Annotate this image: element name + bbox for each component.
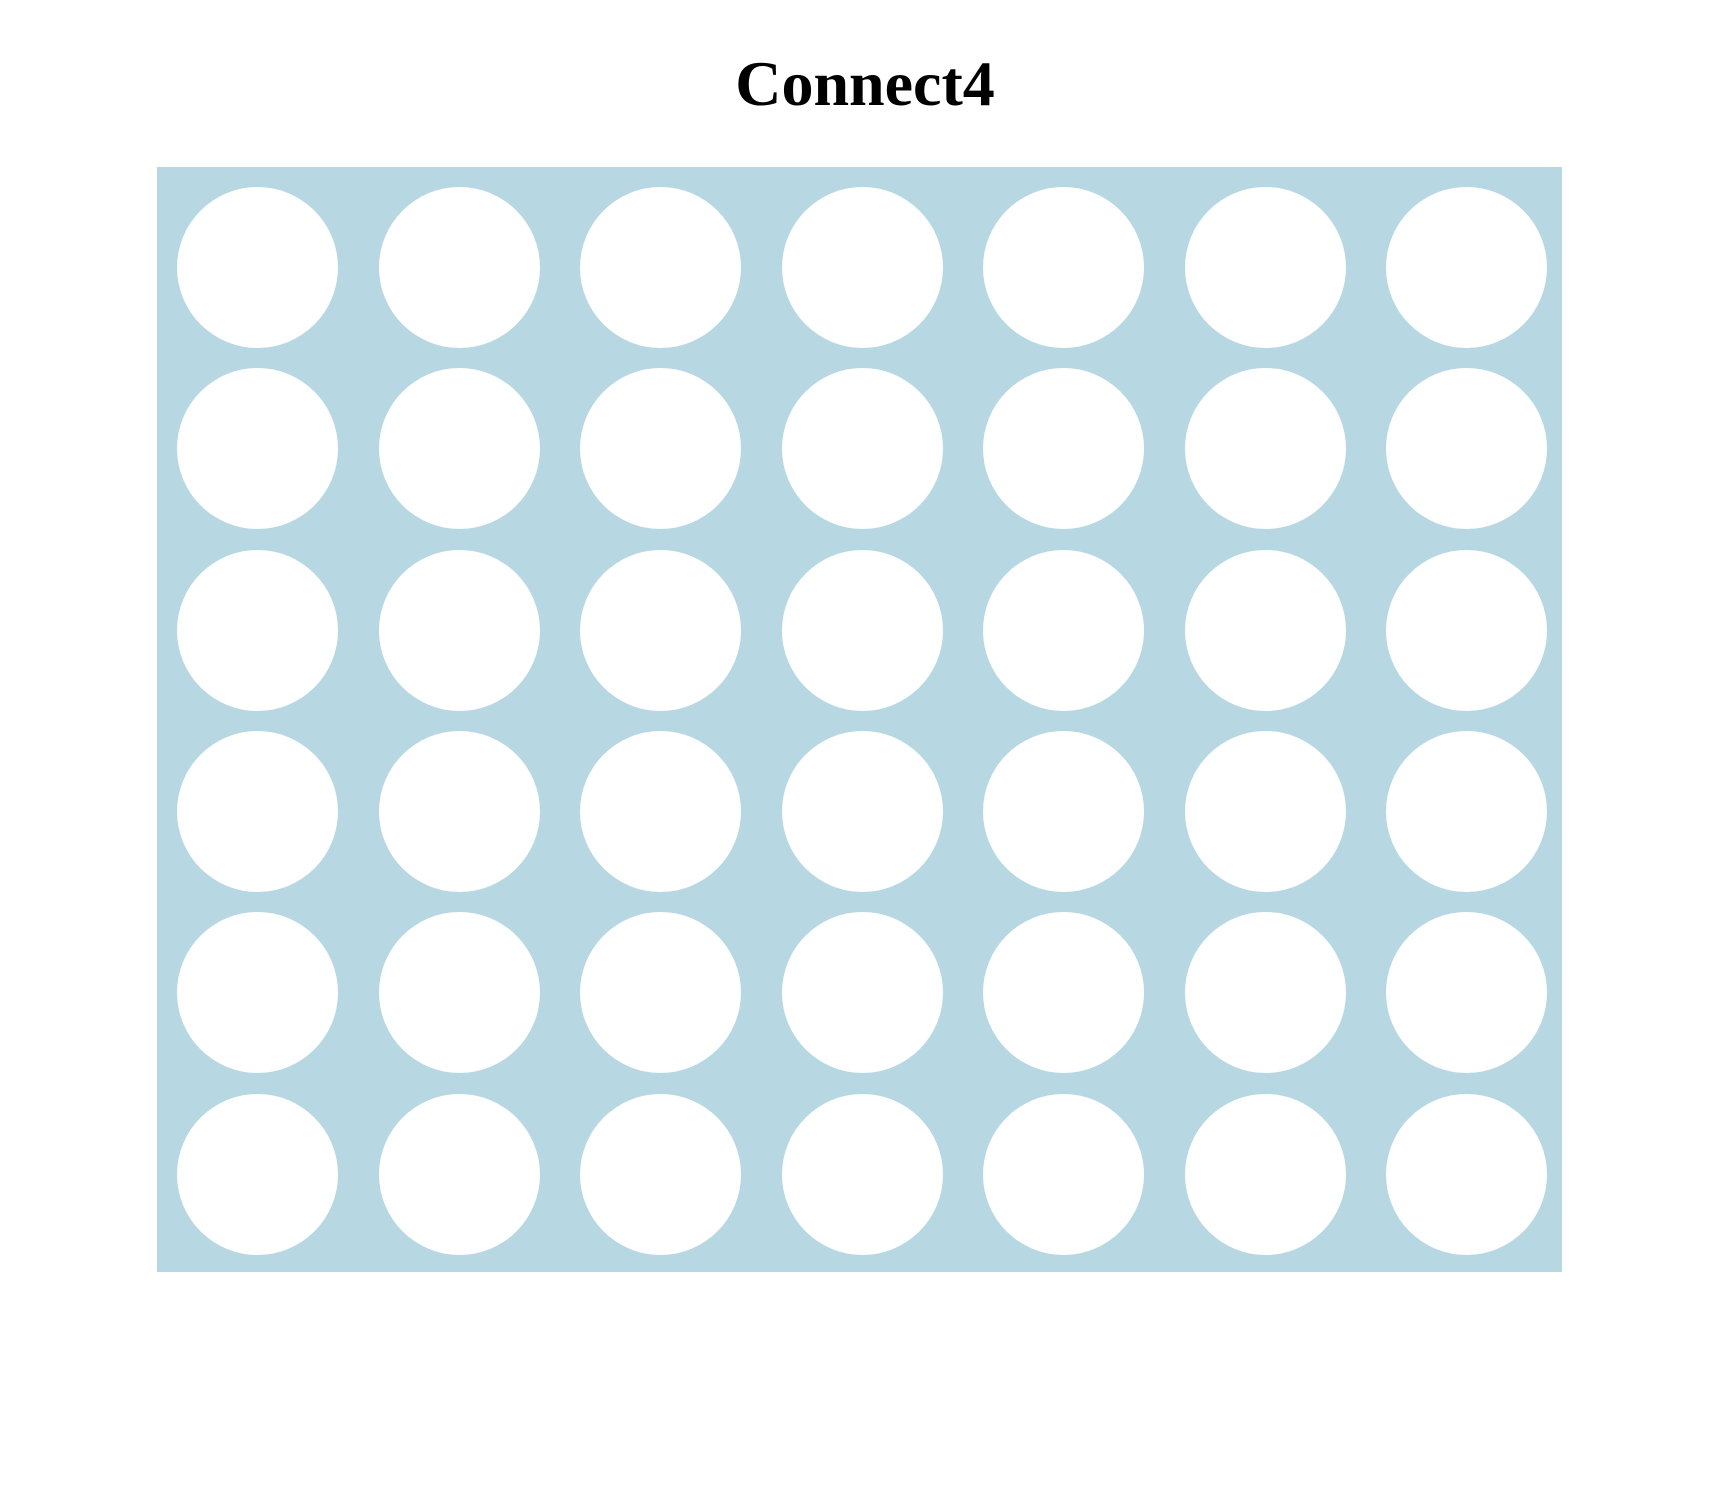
board-cell-r3-c4[interactable] (781, 549, 943, 711)
page-title: Connect4 (735, 48, 995, 119)
board-cell-r2-c5[interactable] (983, 368, 1144, 530)
game-board (157, 167, 1562, 1272)
board-cell-r4-c4[interactable] (781, 730, 943, 892)
board-cell-r1-c2[interactable] (378, 187, 540, 348)
board-cell-r1-c5[interactable] (983, 187, 1144, 348)
board-cell-r3-c3[interactable] (580, 549, 741, 711)
board-cell-r5-c4[interactable] (781, 912, 943, 1074)
board-cell-r4-c1[interactable] (177, 730, 338, 892)
board-cell-r4-c6[interactable] (1184, 730, 1346, 892)
board-cell-r5-c5[interactable] (983, 912, 1144, 1074)
board-cell-r6-c2[interactable] (378, 1093, 540, 1255)
board-cell-r2-c4[interactable] (781, 368, 943, 530)
board-cell-r5-c3[interactable] (580, 912, 741, 1074)
board-cell-r2-c7[interactable] (1386, 368, 1547, 530)
board-cell-r3-c2[interactable] (378, 549, 540, 711)
board-cell-r1-c1[interactable] (177, 187, 338, 348)
board-cell-r4-c2[interactable] (378, 730, 540, 892)
board-cell-r2-c6[interactable] (1184, 368, 1346, 530)
board-cell-r5-c7[interactable] (1386, 912, 1547, 1074)
board-cell-r1-c3[interactable] (580, 187, 741, 348)
board-cell-r5-c1[interactable] (177, 912, 338, 1074)
board-cell-r5-c6[interactable] (1184, 912, 1346, 1074)
board-cell-r3-c7[interactable] (1386, 549, 1547, 711)
board-cell-r4-c5[interactable] (983, 730, 1144, 892)
board-cell-r1-c6[interactable] (1184, 187, 1346, 348)
board-cell-r3-c1[interactable] (177, 549, 338, 711)
board-cell-r3-c6[interactable] (1184, 549, 1346, 711)
board-cell-r6-c6[interactable] (1184, 1093, 1346, 1255)
board-cell-r6-c7[interactable] (1386, 1093, 1547, 1255)
board-cell-r2-c2[interactable] (378, 368, 540, 530)
board-cell-r5-c2[interactable] (378, 912, 540, 1074)
board-cell-r6-c3[interactable] (580, 1093, 741, 1255)
board-cell-r4-c7[interactable] (1386, 730, 1547, 892)
board-cell-r3-c5[interactable] (983, 549, 1144, 711)
board-cell-r1-c7[interactable] (1386, 187, 1547, 348)
board-cell-r6-c5[interactable] (983, 1093, 1144, 1255)
board-cell-r4-c3[interactable] (580, 730, 741, 892)
board-cell-r6-c4[interactable] (781, 1093, 943, 1255)
board-cell-r2-c1[interactable] (177, 368, 338, 530)
board-cell-r6-c1[interactable] (177, 1093, 338, 1255)
board-cell-r1-c4[interactable] (781, 187, 943, 348)
board-cell-r2-c3[interactable] (580, 368, 741, 530)
